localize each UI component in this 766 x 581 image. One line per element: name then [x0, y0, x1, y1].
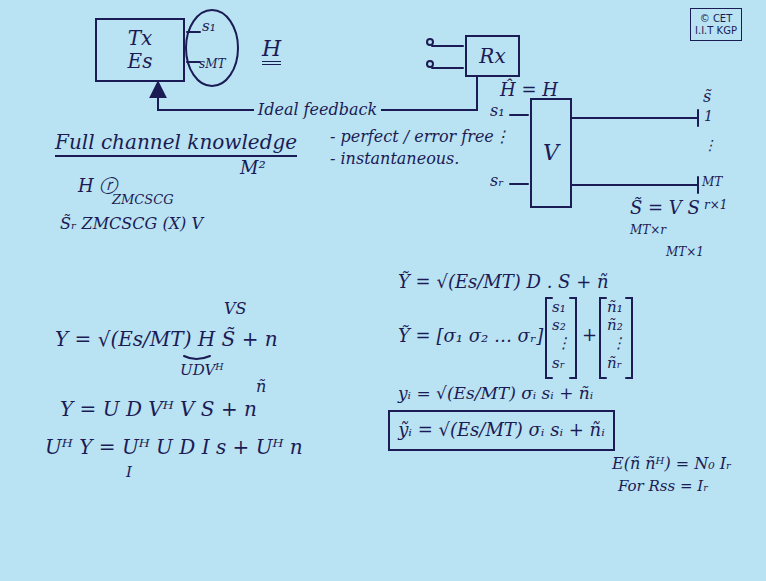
- math-label: Ỹ = [σ₁ σ₂ … σᵣ]: [398, 326, 543, 347]
- math-label: Full channel knowledge: [55, 131, 297, 157]
- math-label: ñ₁: [607, 299, 623, 316]
- node-text: © CET: [700, 13, 733, 25]
- bracket: [626, 298, 632, 378]
- node-text: V: [543, 140, 559, 165]
- math-label: - perfect / error free: [330, 128, 494, 146]
- node-text: Es: [128, 50, 153, 73]
- antenna-wire: [187, 31, 200, 33]
- math-label: I: [126, 464, 132, 481]
- bracket: [546, 298, 552, 378]
- math-label: Y = √(Es/MT) H S̃ + n: [55, 328, 278, 351]
- output-wire: [572, 184, 698, 186]
- node-text: Rx: [479, 45, 505, 68]
- math-label: H: [262, 36, 281, 65]
- antenna-wire: [187, 61, 200, 63]
- math-label: VS: [224, 300, 247, 318]
- block-box: V: [530, 98, 572, 208]
- math-label: ñᵣ: [607, 355, 622, 372]
- antenna-tick: [697, 177, 699, 193]
- math-label: s₁: [202, 18, 216, 35]
- edge-label: Ideal feedback: [254, 101, 381, 119]
- math-label: s₂: [552, 317, 566, 334]
- math-label: sᵣ: [552, 355, 565, 372]
- math-label: M²: [240, 158, 266, 179]
- math-label: 1: [704, 108, 713, 124]
- block-box: Rx: [465, 35, 520, 77]
- brace: [184, 356, 210, 359]
- math-label: s̃: [703, 88, 711, 106]
- math-label: E(ñ ñᴴ) = N₀ Iᵣ: [612, 455, 732, 473]
- block-box: TxEs: [95, 18, 185, 82]
- math-label: Uᴴ Y = Uᴴ U D I s + Uᴴ n: [45, 436, 303, 459]
- math-label: ⋮: [556, 335, 571, 352]
- antenna-dot: [427, 39, 433, 45]
- math-label: ñ₂: [607, 317, 623, 334]
- math-label: Ĥ = H: [500, 80, 558, 101]
- watermark-box: © CETI.I.T KGP: [690, 8, 742, 41]
- output-wire: [572, 117, 698, 119]
- antenna-wire: [432, 45, 463, 47]
- antenna-wire: [432, 67, 463, 69]
- math-label: Y = U D Vᴴ V S + n: [60, 398, 257, 421]
- antenna-group: [186, 10, 238, 86]
- math-label: sᵣ: [490, 172, 504, 190]
- math-label: s₁: [490, 102, 505, 120]
- antenna-dot: [427, 61, 433, 67]
- math-label: MT×1: [666, 246, 704, 260]
- math-label: UDVᴴ: [180, 362, 223, 379]
- input-wire: [510, 183, 528, 185]
- node-text: ỹᵢ = √(Es/MT) σᵢ sᵢ + ñᵢ: [398, 420, 605, 441]
- math-label: ⋮: [611, 335, 626, 352]
- math-label: s₁: [552, 299, 566, 316]
- math-label: ⋮: [703, 137, 717, 153]
- antenna-tick: [697, 110, 699, 126]
- node-text: I.I.T KGP: [695, 25, 737, 37]
- math-label: yᵢ = √(Es/MT) σᵢ sᵢ + ñᵢ: [398, 384, 593, 404]
- math-label: MT: [702, 176, 722, 190]
- math-label: For Rss = Iᵣ: [618, 478, 708, 495]
- math-label: H ⓡ: [78, 176, 117, 197]
- bracket: [600, 298, 606, 378]
- math-label: ñ: [256, 378, 266, 396]
- math-label: ⋮: [494, 128, 510, 146]
- boxed-equation: ỹᵢ = √(Es/MT) σᵢ sᵢ + ñᵢ: [388, 410, 615, 451]
- math-label: - instantaneous.: [330, 150, 459, 168]
- math-label: S̃ = V S: [630, 198, 700, 219]
- math-label: S̃ᵣ ZMCSCG (X) V: [60, 215, 203, 233]
- math-label: r×1: [704, 199, 727, 213]
- math-label: sMT: [199, 58, 225, 72]
- input-wire: [510, 114, 528, 116]
- math-label: MT×r: [630, 224, 666, 238]
- math-label: Ỹ = √(Es/MT) D . S + ñ: [398, 272, 609, 293]
- math-label: ZMCSCG: [112, 193, 174, 208]
- node-text: Tx: [128, 27, 153, 50]
- math-label: +: [582, 325, 597, 346]
